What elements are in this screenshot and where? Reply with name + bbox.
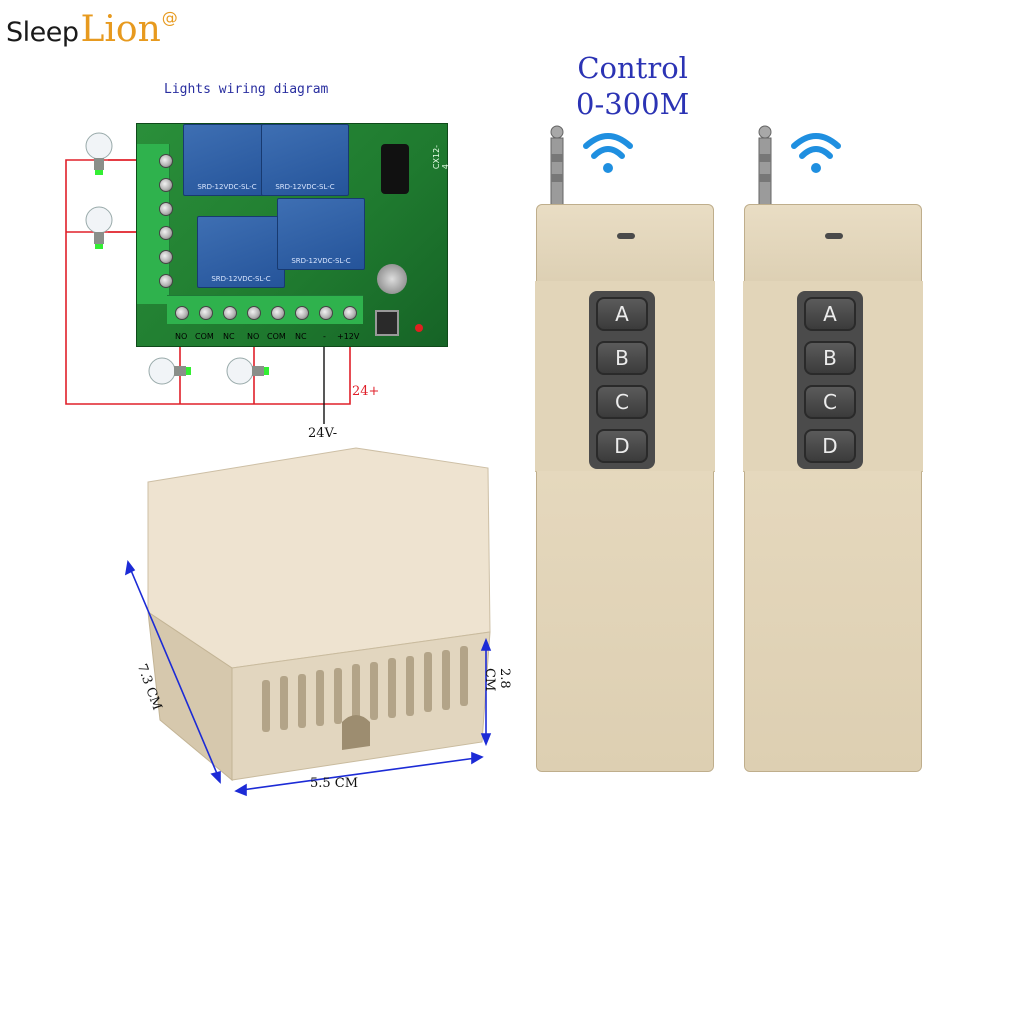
terminal-screw — [159, 226, 173, 240]
pin-label: NC — [223, 332, 235, 341]
pin-label: NO — [247, 332, 260, 341]
terminal-screw — [319, 306, 333, 320]
antenna-icon — [550, 125, 564, 206]
terminal-screw — [271, 306, 285, 320]
relay-label: SRD-12VDC-SL-C — [211, 275, 271, 283]
light-bulb-icon — [85, 206, 113, 249]
remote-led-indicator — [617, 233, 635, 239]
terminal-screw — [247, 306, 261, 320]
pin-label: NC — [295, 332, 307, 341]
control-range-title: Control 0-300M — [576, 50, 689, 122]
remote-button-a[interactable]: A — [804, 297, 856, 331]
logo-text-sleep: Sleep — [6, 17, 79, 48]
learn-button — [375, 310, 399, 336]
receiver-enclosure: 7.3 CM 5.5 CM 2.8 CM — [120, 440, 520, 800]
terminal-screw — [159, 202, 173, 216]
terminal-screw — [159, 154, 173, 168]
logo-mark: @ — [161, 8, 178, 27]
pin-label: COM — [195, 332, 214, 341]
receiver-box-drawing — [124, 447, 492, 797]
remote-control: A B C D — [535, 204, 715, 772]
bottom-terminal-strip — [167, 295, 363, 324]
remote-bottom-section — [745, 471, 921, 771]
light-bulb-icon — [148, 357, 191, 385]
terminal-screw — [159, 250, 173, 264]
remote-button-section: A B C D — [743, 281, 923, 472]
light-bulb-icon — [226, 357, 269, 385]
buzzer — [377, 264, 407, 294]
terminal-screw — [295, 306, 309, 320]
remote-button-section: A B C D — [535, 281, 715, 472]
pin-label: NO — [175, 332, 188, 341]
negative-voltage-label: 24V- — [308, 426, 338, 441]
remote-button-d[interactable]: D — [596, 429, 648, 463]
relay-label: SRD-12VDC-SL-C — [291, 257, 351, 265]
remote-control: A B C D — [743, 204, 923, 772]
terminal-screw — [159, 178, 173, 192]
logo-text-lion: Lion — [80, 9, 161, 50]
pin-label: COM — [267, 332, 286, 341]
light-bulb-icon — [85, 132, 113, 175]
terminal-screw — [175, 306, 189, 320]
remote-button-b[interactable]: B — [596, 341, 648, 375]
status-led — [415, 324, 423, 332]
height-dimension-label: 2.8 CM — [482, 668, 512, 692]
pin-label: +12V — [337, 332, 360, 341]
wifi-signal-icon — [791, 133, 841, 173]
control-title-line2: 0-300M — [576, 87, 690, 121]
control-title-line1: Control — [577, 51, 688, 85]
relay-module: SRD-12VDC-SL-C — [261, 124, 349, 196]
width-dimension-label: 5.5 CM — [310, 776, 359, 791]
remote-button-c[interactable]: C — [596, 385, 648, 419]
terminal-screw — [343, 306, 357, 320]
positive-voltage-label: 24+ — [352, 384, 380, 399]
capacitor — [381, 144, 409, 194]
terminal-screw — [199, 306, 213, 320]
relay-label: SRD-12VDC-SL-C — [275, 183, 335, 191]
remote-button-a[interactable]: A — [596, 297, 648, 331]
wiring-diagram-title: Lights wiring diagram — [164, 82, 329, 97]
antenna-icon — [758, 125, 772, 206]
terminal-screw — [223, 306, 237, 320]
relay-module: SRD-12VDC-SL-C — [277, 198, 365, 270]
terminal-screw — [159, 274, 173, 288]
relay-circuit-board: SRD-12VDC-SL-C SRD-12VDC-SL-C SRD-12VDC-… — [136, 123, 451, 347]
relay-module: SRD-12VDC-SL-C — [183, 124, 271, 196]
remote-top-section — [537, 205, 713, 282]
remote-top-section — [745, 205, 921, 282]
remote-button-c[interactable]: C — [804, 385, 856, 419]
remote-led-indicator — [825, 233, 843, 239]
brand-logo: Sleep Lion @ — [6, 8, 178, 48]
board-label: CX12-4 — [432, 144, 451, 170]
wifi-signal-icon — [583, 133, 633, 173]
pin-label: - — [323, 332, 326, 341]
remote-bottom-section — [537, 471, 713, 771]
relay-label: SRD-12VDC-SL-C — [197, 183, 257, 191]
remote-button-b[interactable]: B — [804, 341, 856, 375]
relay-module: SRD-12VDC-SL-C — [197, 216, 285, 288]
remote-button-d[interactable]: D — [804, 429, 856, 463]
